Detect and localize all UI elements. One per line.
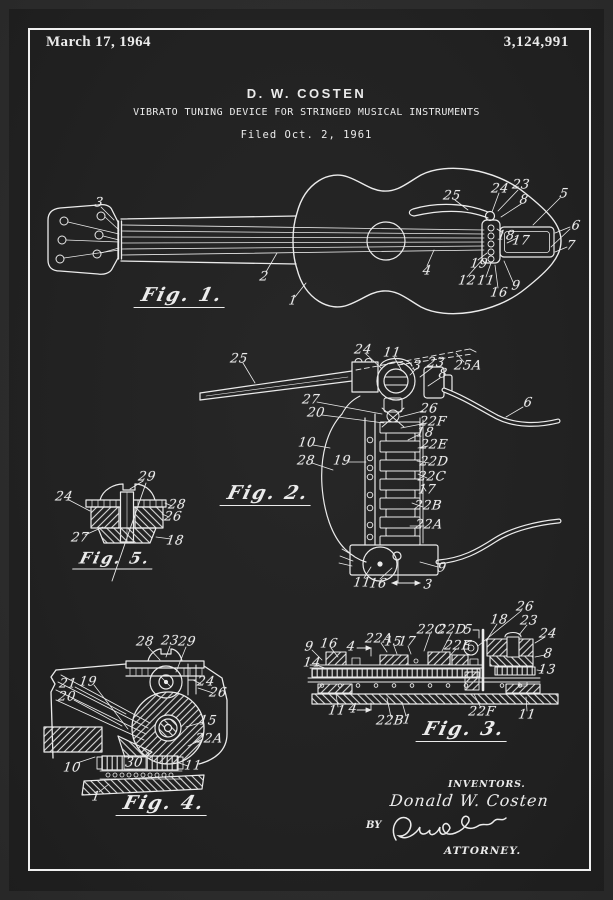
bridge-blocks xyxy=(326,652,478,665)
vibrato-arm-bar xyxy=(200,371,352,400)
patent-date: March 17, 1964 xyxy=(46,34,151,51)
string-clamp-yoke xyxy=(382,398,404,427)
hand-lever xyxy=(438,390,559,562)
figure-5-caption: Fig. 5. xyxy=(72,549,158,570)
filed-date-line: Filed Oct. 2, 1961 xyxy=(0,129,613,141)
figure-3-caption: Fig. 3. xyxy=(415,718,512,742)
patent-number: 3,124,991 xyxy=(504,34,569,51)
clamp-base xyxy=(98,528,156,543)
by-label: BY xyxy=(366,820,381,831)
raised-position-dashed-lines xyxy=(356,349,472,370)
tension-disc-stack xyxy=(380,422,420,545)
clamp-body-right xyxy=(135,507,163,528)
attorney-label: ATTORNEY. xyxy=(444,845,521,857)
figure-5-drawing xyxy=(50,458,235,593)
clamp-block-assembly xyxy=(464,630,535,690)
foot-left xyxy=(318,684,352,693)
figure-2-caption: Fig. 2. xyxy=(219,482,316,506)
anchor-block xyxy=(44,727,102,752)
clamp-body-left xyxy=(91,507,119,528)
inventors-label: INVENTORS. xyxy=(448,779,526,790)
invention-title: VIBRATO TUNING DEVICE FOR STRINGED MUSIC… xyxy=(0,107,613,118)
figure-2-drawing xyxy=(190,345,570,595)
figure-1-caption: Fig. 1. xyxy=(133,284,230,308)
pivot-assembly xyxy=(377,359,452,401)
inventor-abbrev: D. W. COSTEN xyxy=(0,86,613,101)
vibrato-arm xyxy=(409,204,488,218)
roller-bar xyxy=(97,756,183,770)
slide-rod xyxy=(312,669,480,677)
figure-1-drawing xyxy=(40,158,585,310)
inventor-signature-name: Donald W. Costen xyxy=(389,791,550,810)
guitar-neck xyxy=(121,216,484,264)
guitar-headstock xyxy=(48,205,122,275)
attorney-signature-scrawl xyxy=(386,810,512,848)
top-bracket xyxy=(126,649,204,676)
arm-clamp xyxy=(352,359,378,393)
right-bracket xyxy=(188,664,196,695)
foot-right xyxy=(506,684,540,693)
figure-4-caption: Fig. 4. xyxy=(115,792,212,816)
section-arrow-3 xyxy=(392,559,420,583)
base-plate xyxy=(312,694,558,704)
guitar-body xyxy=(293,168,561,313)
